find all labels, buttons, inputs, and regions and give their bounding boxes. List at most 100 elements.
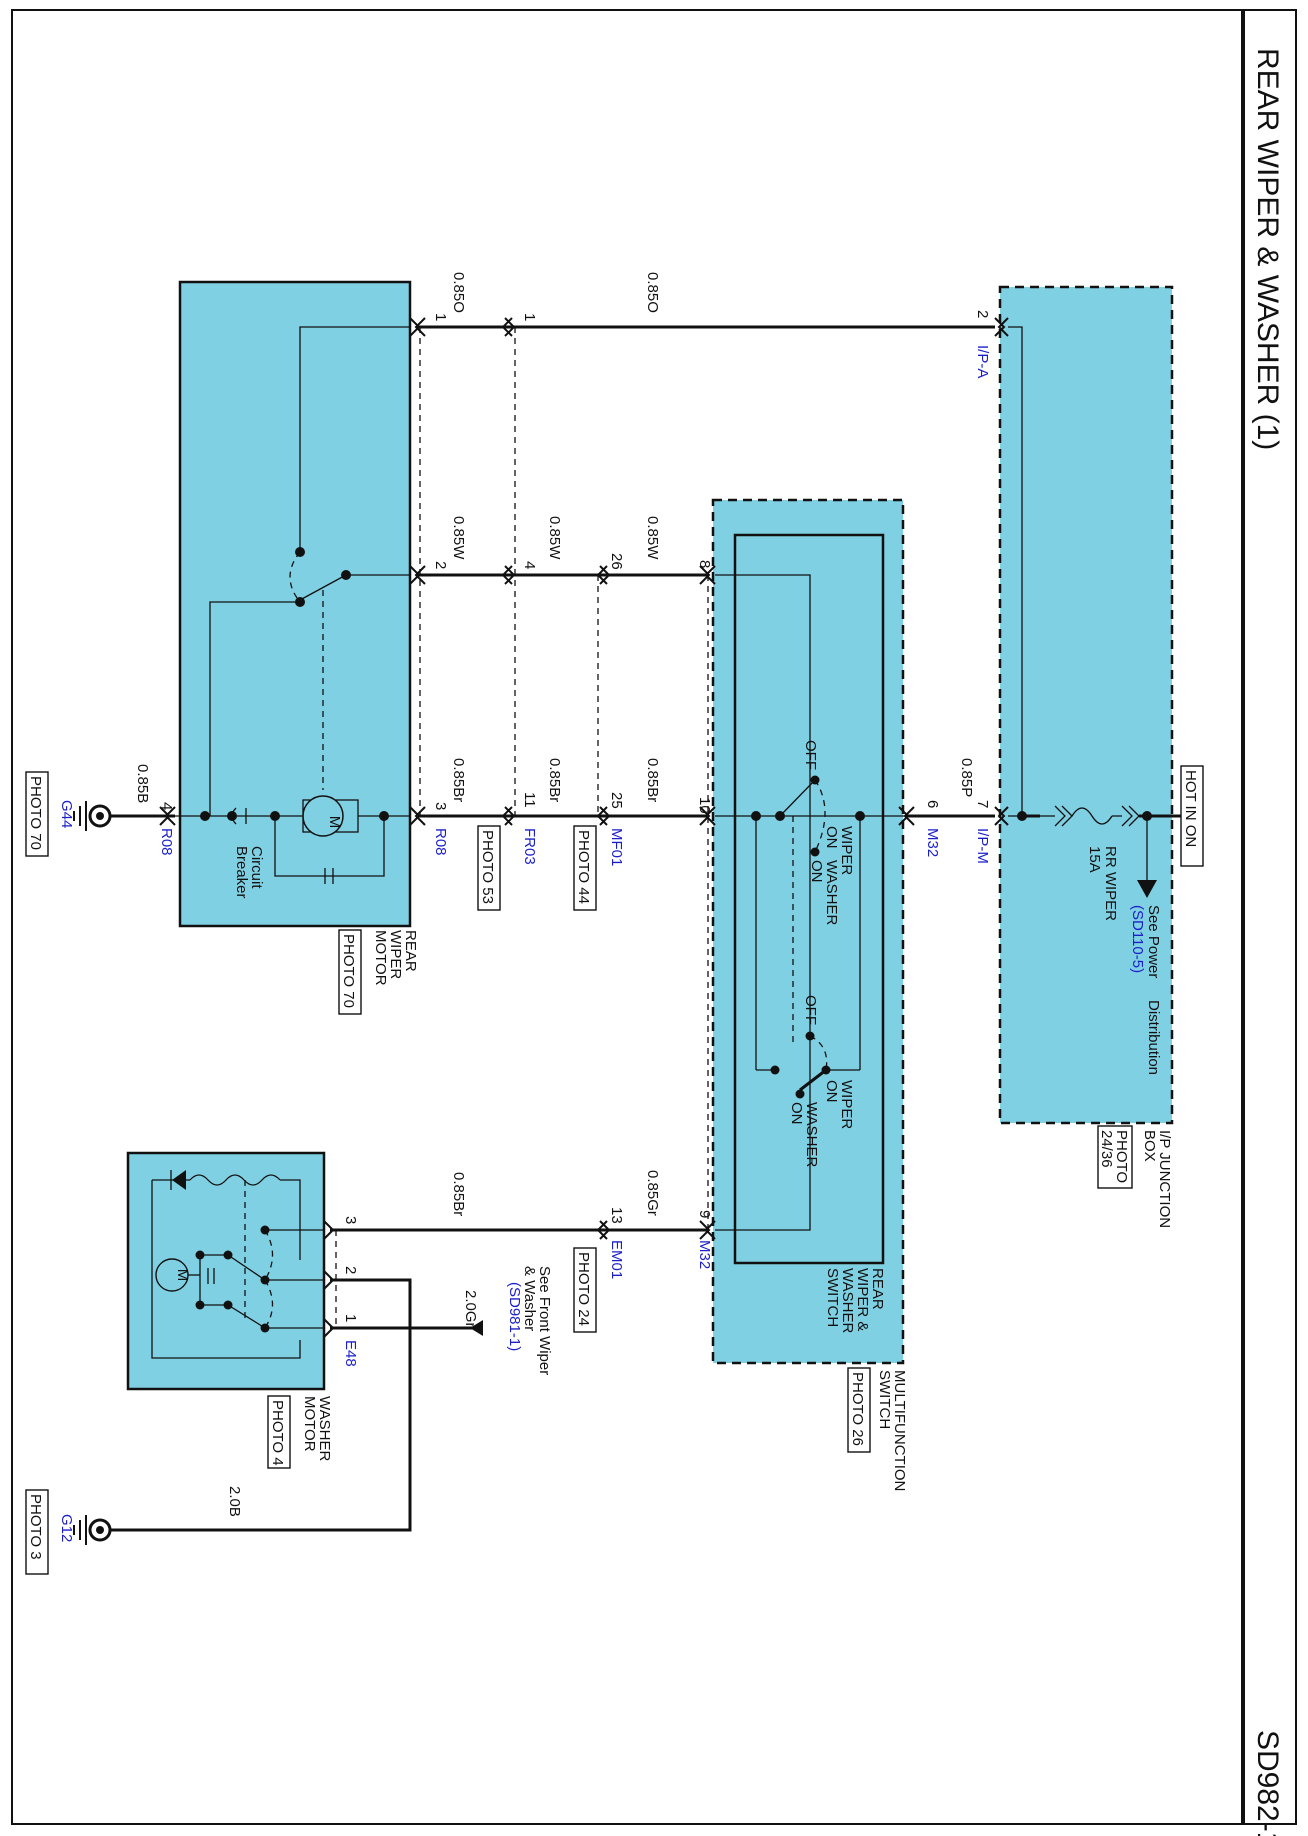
sw1-washer-on-1: WASHER xyxy=(823,860,840,925)
inner-switch-name-1: REAR xyxy=(869,1268,886,1310)
em01-pin-13: 13 xyxy=(608,1207,625,1224)
mf01-pin-26: 26 xyxy=(608,553,625,570)
r08-pin-3: 3 xyxy=(432,802,449,810)
sw1-wiper-on-2: ON xyxy=(823,826,840,849)
m32-pin-10: 10 xyxy=(696,797,713,814)
sw1-washer-on-2: ON xyxy=(808,860,825,883)
see-power-ref-2: Distribution xyxy=(1145,1000,1162,1075)
junction-box-internals xyxy=(1008,326,1185,898)
rear-wiper-motor-name-2: WIPER xyxy=(387,930,404,979)
em01-conn: EM01 xyxy=(608,1240,625,1279)
wire-label-w1: 0.85W xyxy=(450,516,467,560)
pin-ip-a: 2 xyxy=(974,310,991,318)
inner-switch-name-4: SWITCH xyxy=(824,1268,841,1327)
see-power-ref-link[interactable]: (SD110-5) xyxy=(1129,905,1146,973)
multifunction-name-2: SWITCH xyxy=(876,1370,893,1429)
front-washer-arrow xyxy=(470,1320,483,1336)
fr03-pin-11: 11 xyxy=(521,792,538,808)
e48-pin-1: 1 xyxy=(342,1314,359,1322)
sw2-off: OFF xyxy=(802,995,819,1025)
sw2-wiper-on-1: WIPER xyxy=(838,1080,855,1129)
wire-2.0B xyxy=(110,1278,412,1532)
sw2-wiper-on-2: ON xyxy=(823,1080,840,1103)
ground-g12-photo-box xyxy=(25,1489,49,1575)
r08-pin-2: 2 xyxy=(432,561,449,569)
breaker-label-1: Circuit xyxy=(248,846,265,889)
m32-conn-right: M32 xyxy=(924,828,941,857)
rear-wiper-washer-switch-box xyxy=(733,533,885,1265)
conn-ip-a: I/P-A xyxy=(974,345,991,378)
rear-wiper-motor-name-3: MOTOR xyxy=(372,930,389,986)
sw1-off: OFF xyxy=(802,740,819,770)
conn-ip-m: I/P-M xyxy=(974,828,991,864)
rear-wiper-motor-internals xyxy=(175,326,410,884)
washer-motor-m: M xyxy=(174,1269,191,1282)
e48-conn: E48 xyxy=(342,1340,359,1367)
ground-g12-photo: PHOTO 3 xyxy=(27,1494,44,1560)
fr03-photo-box xyxy=(477,825,501,911)
breaker-label-2: Breaker xyxy=(233,846,250,899)
ground-g44-photo: PHOTO 70 xyxy=(27,776,44,850)
rear-wiper-motor-photo: PHOTO 70 xyxy=(340,934,357,1008)
multifunction-photo-box xyxy=(847,1367,871,1453)
fuse-rating: 15A xyxy=(1086,846,1103,873)
see-power-ref-1: See Power xyxy=(1145,905,1162,978)
junction-box-photo-1: PHOTO xyxy=(1113,1130,1130,1183)
sw2-washer-on-2: ON xyxy=(788,1102,805,1125)
wire-label-br2: 0.85Br xyxy=(546,758,563,802)
hot-in-on-label: HOT IN ON xyxy=(1182,770,1199,847)
fr03-photo: PHOTO 53 xyxy=(479,830,496,904)
ground-g44-photo-box xyxy=(25,771,49,857)
connector-terminals xyxy=(159,317,1009,1338)
rear-wiper-motor-m: M xyxy=(326,816,343,829)
m32-pin-9: 9 xyxy=(696,1210,713,1218)
washer-motor-photo-box xyxy=(267,1395,291,1469)
wire-label-w2: 0.85W xyxy=(546,516,563,560)
wire-label-top-left: 0.85O xyxy=(450,272,467,313)
em01-photo-box xyxy=(573,1247,597,1333)
washer-motor-internals xyxy=(151,1170,324,1359)
wire-label-pink: 0.85P xyxy=(958,758,975,797)
em01-photo: PHOTO 24 xyxy=(575,1252,592,1326)
multifunction-name-1: MULTIFUNCTION xyxy=(891,1370,908,1491)
fr03-pin-4: 4 xyxy=(521,561,538,569)
ground-g12-symbol xyxy=(73,1515,112,1545)
rear-wiper-motor-photo-box xyxy=(338,929,362,1015)
m32-conn-bottom: M32 xyxy=(696,1240,713,1269)
wire-label-w3: 0.85W xyxy=(644,516,661,560)
wire-label-black1: 0.85B xyxy=(134,764,151,803)
junction-box-photo-2: 24/36 xyxy=(1098,1130,1115,1168)
sheet-code: SD982-1 xyxy=(1251,1730,1284,1836)
mf01-conn: MF01 xyxy=(608,828,625,866)
wire-label-br3: 0.85Br xyxy=(644,758,661,802)
ground-g44-symbol xyxy=(73,801,112,831)
mf01-photo-box xyxy=(573,825,597,911)
fr03-pin-1: 1 xyxy=(521,313,538,321)
r08-conn-right: R08 xyxy=(432,828,449,856)
wire-label-br1: 0.85Br xyxy=(450,758,467,802)
r08-pin-4: 4 xyxy=(158,802,175,810)
rear-wiper-motor-name-1: REAR xyxy=(402,930,419,972)
front-ref-link[interactable]: (SD981-1) xyxy=(506,1282,523,1351)
sheet-title: REAR WIPER & WASHER (1) xyxy=(1251,48,1284,450)
washer-motor-name-1: WASHER xyxy=(316,1396,333,1461)
mf01-pin-25: 25 xyxy=(608,792,625,809)
sw2-washer-on-1: WASHER xyxy=(803,1102,820,1167)
e48-pin-2: 2 xyxy=(342,1266,359,1274)
pin-ip-m: 7 xyxy=(974,800,991,808)
ip-junction-box xyxy=(998,285,1174,1125)
sw1-wiper-on-1: WIPER xyxy=(838,826,855,875)
front-ref-line2: & Washer xyxy=(521,1266,538,1331)
mf01-photo: PHOTO 44 xyxy=(575,830,592,904)
washer-motor-name-2: MOTOR xyxy=(301,1396,318,1452)
wire-label-gr2: 2.0Gr xyxy=(462,1290,479,1328)
junction-box-name-1: I/P JUNCTION xyxy=(1156,1130,1173,1228)
front-ref-line1: See Front Wiper xyxy=(536,1266,553,1375)
fuse-name: RR WIPER xyxy=(1102,846,1119,921)
outer-frame xyxy=(11,9,1297,1825)
multifunction-switch-internals xyxy=(715,574,908,1231)
r08-pin-1: 1 xyxy=(432,313,449,321)
m32-pin-8: 8 xyxy=(696,560,713,568)
e48-pin-3: 3 xyxy=(342,1216,359,1224)
